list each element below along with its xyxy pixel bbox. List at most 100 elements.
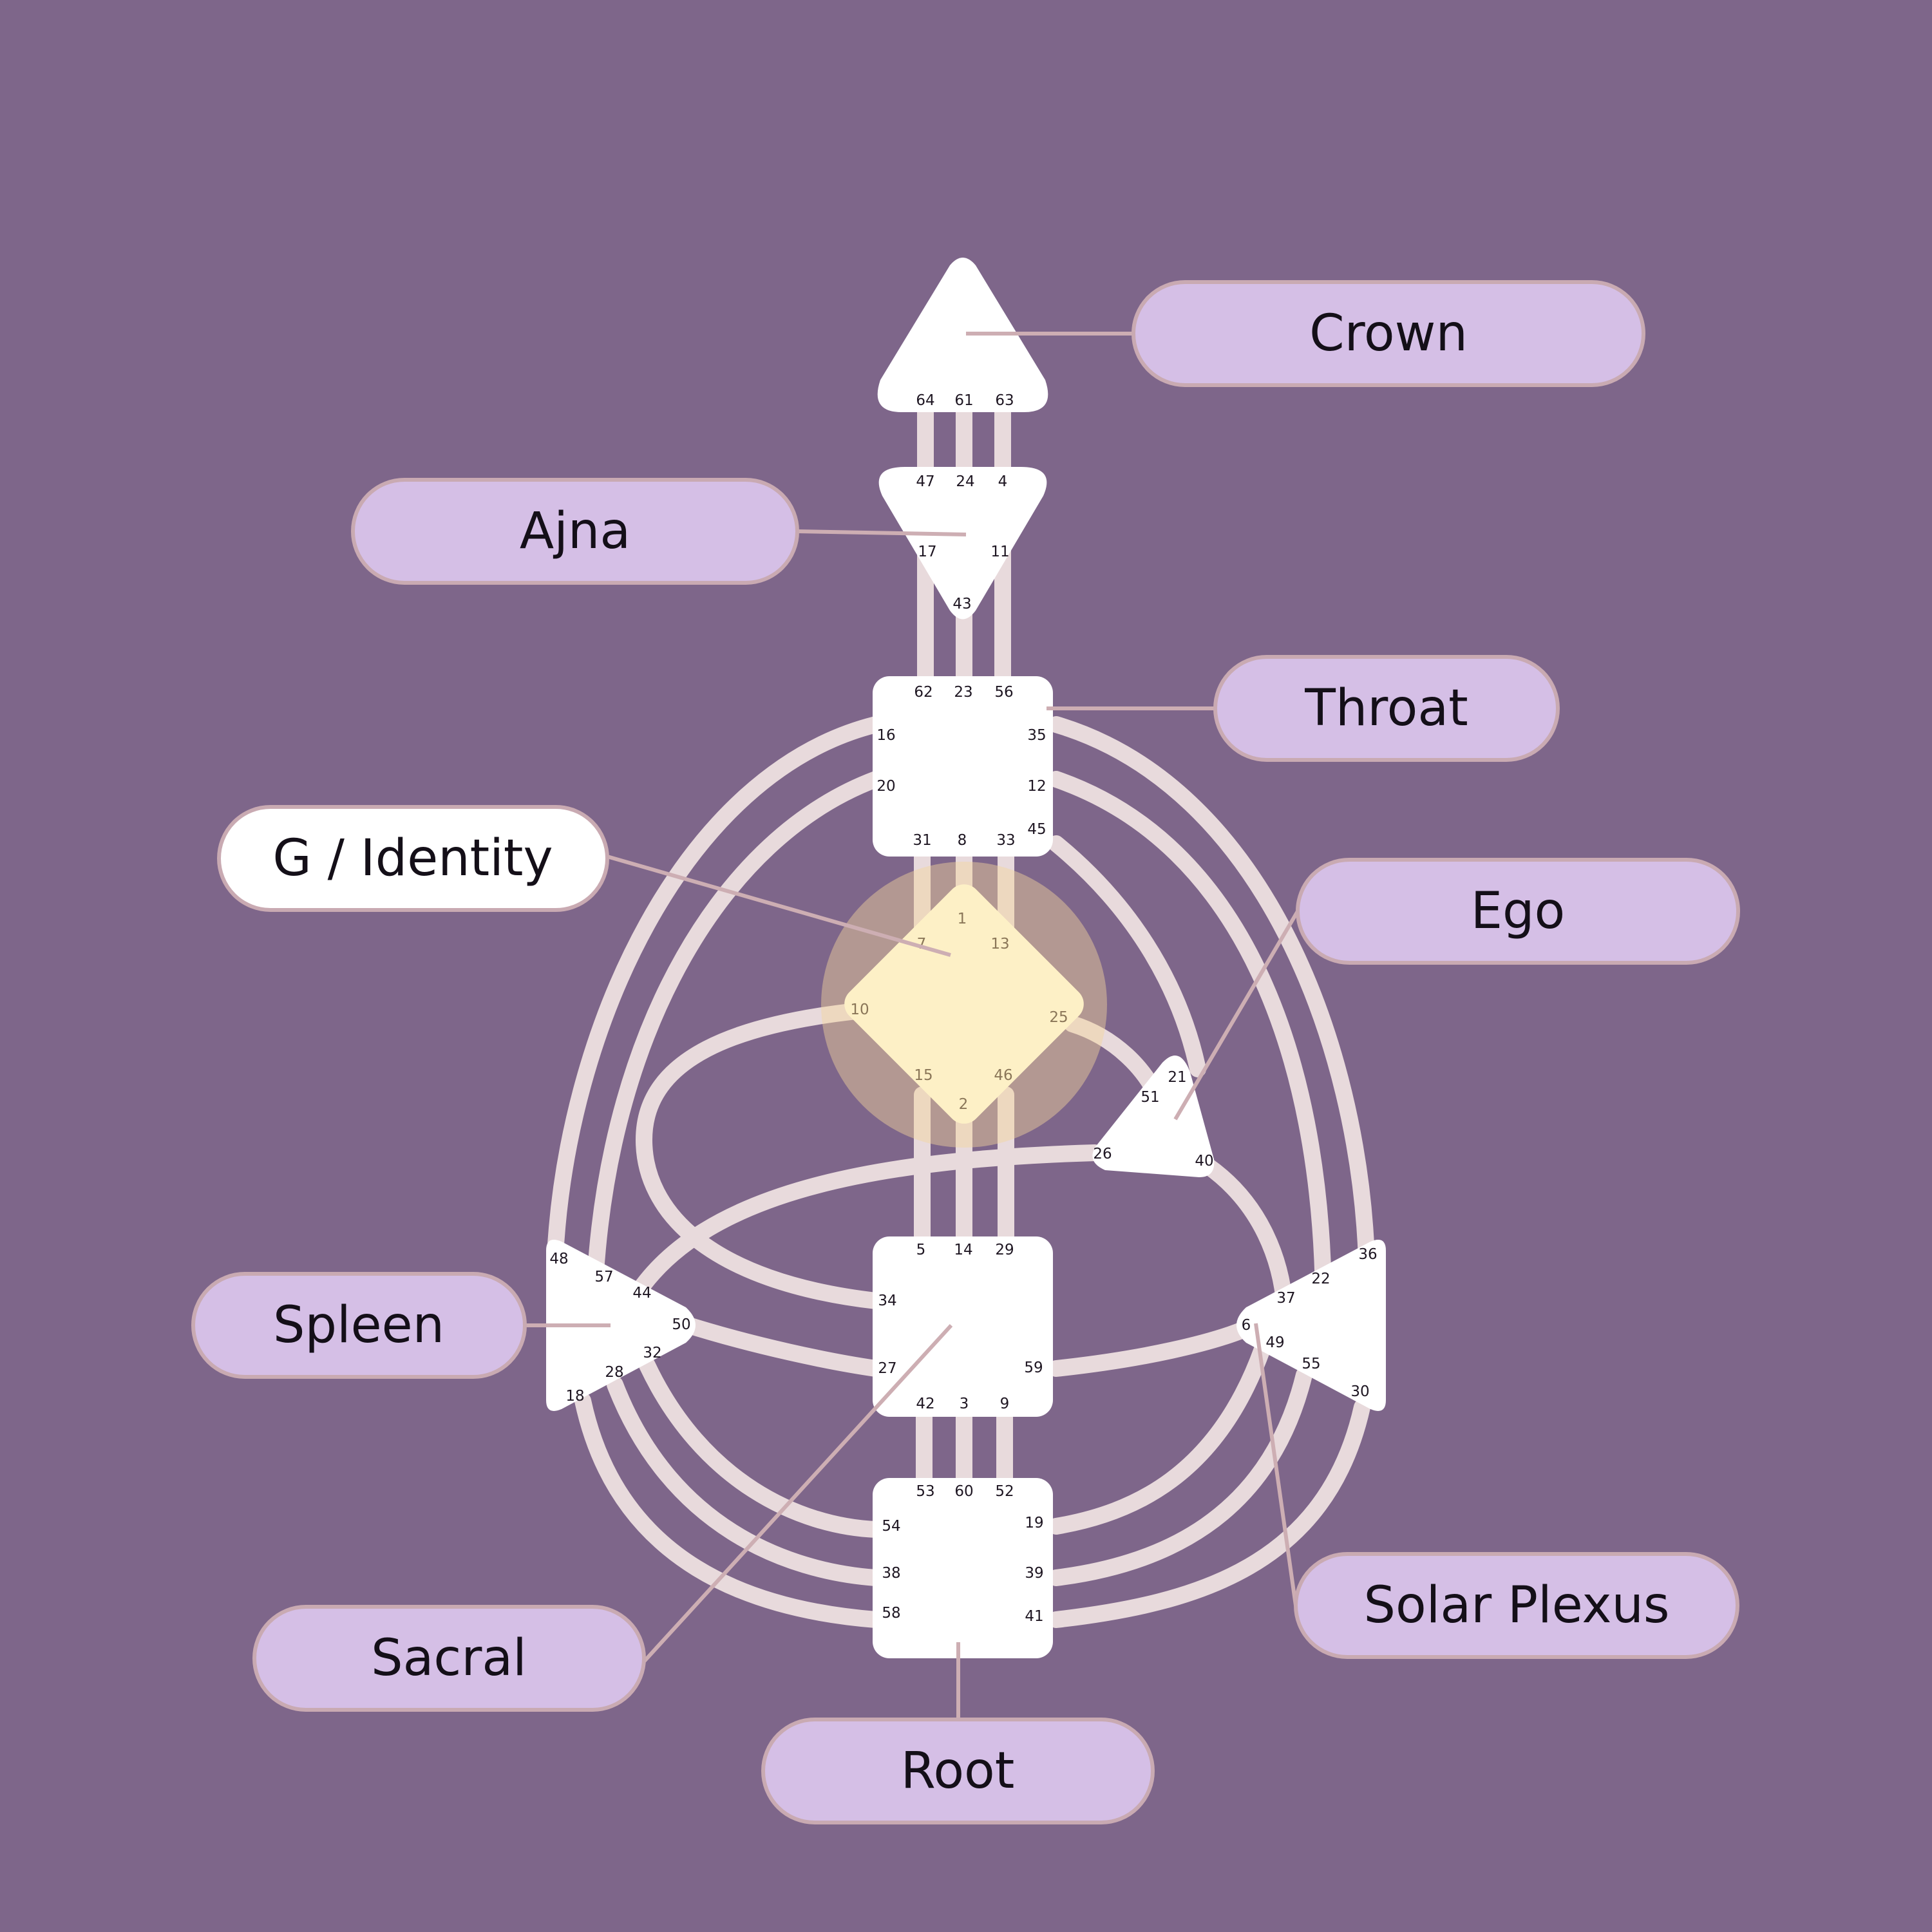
gate-26: 26 (1093, 1146, 1112, 1162)
label-spleen-text: Spleen (273, 1296, 444, 1354)
channel-20-57 (587, 771, 884, 1280)
label-root-bg (761, 1718, 1155, 1824)
leader-ajna (797, 529, 967, 536)
channel-45-21 (1048, 835, 1206, 1077)
channel-28-38 (607, 1376, 884, 1586)
gate-54: 54 (882, 1518, 900, 1535)
gate-27: 27 (878, 1360, 896, 1377)
gate-57: 57 (594, 1269, 613, 1285)
gate-48: 48 (549, 1251, 568, 1267)
gate-49: 49 (1265, 1334, 1284, 1351)
label-pills: Crown Ajna Throat G / Identity Ego Splee… (191, 280, 1740, 1824)
gate-42: 42 (916, 1396, 934, 1412)
label-sacral[interactable]: Sacral (252, 1605, 646, 1712)
gate-59: 59 (1024, 1359, 1043, 1376)
gate-52: 52 (995, 1483, 1014, 1500)
gate-19: 19 (1025, 1515, 1043, 1531)
label-crown[interactable]: Crown (1132, 280, 1645, 387)
label-ego-text: Ego (1471, 882, 1566, 940)
gate-2: 2 (959, 1096, 969, 1113)
label-ego[interactable]: Ego (1296, 858, 1740, 965)
gate-53: 53 (916, 1483, 934, 1500)
label-ajna[interactable]: Ajna (351, 478, 799, 585)
gate-10: 10 (850, 1001, 869, 1018)
gate-23: 23 (954, 684, 972, 701)
gate-33: 33 (996, 832, 1015, 849)
gate-38: 38 (882, 1565, 900, 1582)
label-g-identity-bg (217, 805, 609, 912)
g-identity-center[interactable] (837, 877, 1090, 1130)
gate-28: 28 (605, 1364, 623, 1381)
sacral-center[interactable] (873, 1236, 1053, 1417)
gate-45: 45 (1027, 821, 1046, 838)
gates: 64 61 63 47 24 4 17 11 43 62 23 56 16 35… (549, 392, 1377, 1625)
gate-39: 39 (1025, 1565, 1043, 1582)
channel-44-26 (626, 1144, 1103, 1306)
channel-16-48 (547, 716, 884, 1264)
gate-32: 32 (643, 1345, 661, 1361)
gate-60: 60 (954, 1483, 973, 1500)
gate-5: 5 (916, 1242, 926, 1258)
leader-ego (1173, 910, 1300, 1121)
gate-12: 12 (1027, 778, 1046, 795)
gate-44: 44 (632, 1285, 651, 1302)
gate-64: 64 (916, 392, 934, 409)
label-g-identity-text: G / Identity (272, 829, 553, 887)
gate-36: 36 (1358, 1246, 1377, 1263)
label-throat-bg (1213, 655, 1560, 762)
gate-37: 37 (1276, 1290, 1295, 1307)
label-root[interactable]: Root (761, 1718, 1155, 1824)
gate-4: 4 (998, 473, 1008, 490)
gate-25: 25 (1049, 1009, 1068, 1026)
gate-22: 22 (1311, 1271, 1330, 1287)
solar-plexus-center[interactable] (1236, 1240, 1386, 1411)
label-spleen[interactable]: Spleen (191, 1272, 527, 1379)
label-throat-text: Throat (1304, 679, 1468, 737)
label-crown-text: Crown (1309, 305, 1468, 363)
channel-12-22 (1048, 771, 1332, 1303)
ego-center[interactable] (1092, 1055, 1215, 1177)
channel-57-34 (635, 1003, 884, 1309)
label-g-identity[interactable]: G / Identity (217, 805, 609, 912)
gate-3: 3 (960, 1396, 969, 1412)
gate-20: 20 (876, 778, 895, 795)
gate-47: 47 (916, 473, 934, 490)
label-solar-plexus[interactable]: Solar Plexus (1294, 1552, 1739, 1659)
label-ego-bg (1296, 858, 1740, 965)
channel-30-41 (1048, 1399, 1370, 1628)
channel-40-37 (1199, 1157, 1293, 1316)
centers (546, 258, 1386, 1658)
channel-49-19 (1048, 1341, 1271, 1535)
gate-62: 62 (914, 684, 933, 701)
channel-55-39 (1048, 1367, 1312, 1586)
gate-15: 15 (914, 1067, 933, 1084)
throat-center[interactable] (873, 676, 1053, 857)
gate-1: 1 (958, 911, 967, 927)
leader-sacral (642, 1323, 953, 1663)
gate-17: 17 (918, 544, 936, 560)
ajna-center[interactable] (878, 467, 1047, 620)
gate-51: 51 (1141, 1089, 1159, 1106)
gate-35: 35 (1027, 727, 1046, 744)
gate-14: 14 (954, 1242, 972, 1258)
crown-center[interactable] (877, 258, 1048, 412)
label-solar-plexus-bg (1294, 1552, 1739, 1659)
gate-40: 40 (1195, 1153, 1213, 1170)
label-ajna-text: Ajna (520, 502, 630, 560)
gate-18: 18 (565, 1388, 584, 1405)
gate-58: 58 (882, 1605, 900, 1622)
label-throat[interactable]: Throat (1213, 655, 1560, 762)
root-center[interactable] (873, 1478, 1053, 1658)
channel-50-27 (674, 1315, 884, 1377)
leader-g-identity (607, 855, 951, 957)
gate-13: 13 (990, 936, 1009, 952)
leader-solar-plexus (1254, 1323, 1298, 1606)
label-sacral-text: Sacral (371, 1629, 527, 1687)
gate-11: 11 (990, 544, 1009, 560)
label-ajna-bg (351, 478, 799, 585)
spleen-center[interactable] (546, 1240, 696, 1411)
gate-6: 6 (1242, 1317, 1251, 1334)
gate-46: 46 (994, 1067, 1012, 1084)
gate-9: 9 (1000, 1396, 1010, 1412)
